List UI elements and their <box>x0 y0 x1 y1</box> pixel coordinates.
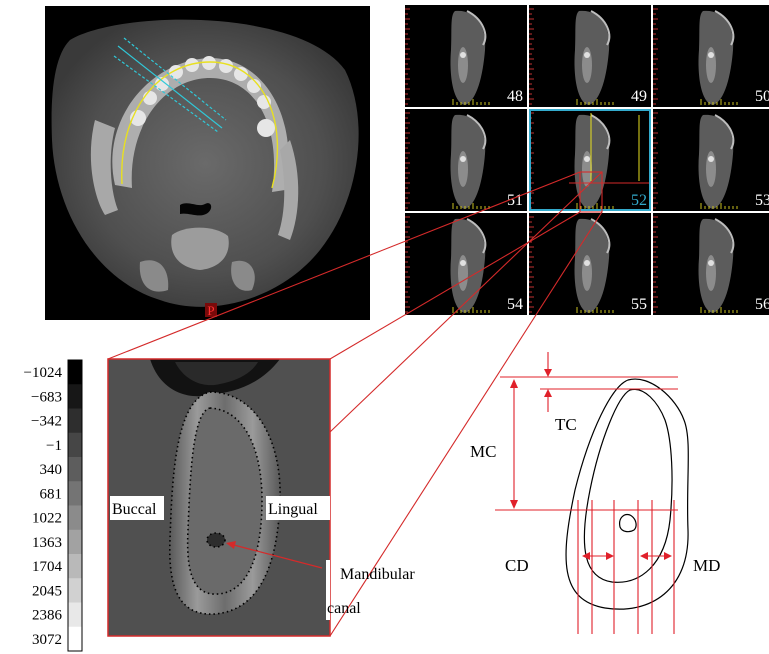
cd-label: CD <box>505 556 529 575</box>
hu-scale-label: 1704 <box>32 559 63 575</box>
slice-panel[interactable]: 53 <box>653 109 769 211</box>
slice-number: 49 <box>631 88 647 105</box>
mc-label: MC <box>470 442 496 461</box>
slice-panel[interactable]: 50 <box>653 5 769 107</box>
measurement-schematic: TC MC CD MD <box>470 352 720 634</box>
slice-number: 52 <box>631 192 647 209</box>
buccal-label: Buccal <box>112 501 157 518</box>
hu-scale: −1024 −683 −342 −1 340 681 1022 1363 1704 2045 238… <box>24 360 82 652</box>
slice-number: 48 <box>507 88 523 105</box>
crosssection-zoom: Buccal Lingual <box>108 359 330 636</box>
canal-label-line2: canal <box>327 600 361 617</box>
hu-scale-segment <box>68 554 82 579</box>
hu-scale-segment <box>68 384 82 409</box>
hu-scale-segment <box>68 409 82 434</box>
hu-scale-label: 2386 <box>32 608 63 624</box>
md-label: MD <box>693 556 720 575</box>
hu-scale-segment <box>68 627 82 652</box>
slice-panel[interactable]: 48 <box>405 5 527 107</box>
slice-panel[interactable]: 51 <box>405 109 527 211</box>
hu-scale-label: 1363 <box>32 535 62 551</box>
hu-scale-label: −342 <box>31 414 62 430</box>
canal-label-line1: Mandibular <box>340 566 415 583</box>
hu-scale-label: 2045 <box>32 583 62 599</box>
hu-scale-label: 681 <box>40 486 63 502</box>
slice-panel[interactable]: 54 <box>405 213 527 315</box>
hu-scale-label: −1024 <box>24 365 63 381</box>
slice-number: 54 <box>507 296 523 313</box>
hu-scale-segment <box>68 506 82 531</box>
hu-scale-label: −1 <box>46 438 62 454</box>
slice-number: 56 <box>755 296 769 313</box>
hu-scale-segment <box>68 578 82 603</box>
hu-scale-segment <box>68 530 82 555</box>
slice-panel[interactable]: 49 <box>529 5 651 107</box>
hu-scale-segment <box>68 457 82 482</box>
hu-scale-label: 3072 <box>32 632 62 648</box>
axial-ct-view: P <box>45 6 370 320</box>
tc-label: TC <box>555 415 577 434</box>
hu-scale-label: 340 <box>40 462 63 478</box>
slice-number: 50 <box>755 88 769 105</box>
slice-number: 53 <box>755 192 769 209</box>
hu-scale-label: 1022 <box>32 511 62 527</box>
slice-number: 55 <box>631 296 647 313</box>
slice-panel[interactable]: 52 <box>529 109 651 211</box>
hu-scale-segment <box>68 360 82 385</box>
hu-scale-segment <box>68 481 82 506</box>
hu-scale-label: −683 <box>31 389 62 405</box>
slice-panel[interactable]: 55 <box>529 213 651 315</box>
orientation-marker: P <box>207 303 214 318</box>
hu-scale-segment <box>68 433 82 458</box>
slice-grid: 48 49 50 51 52 53 54 55 56 <box>405 5 769 315</box>
hu-scale-segment <box>68 603 82 628</box>
lingual-label: Lingual <box>268 501 318 518</box>
slice-panel[interactable]: 56 <box>653 213 769 315</box>
